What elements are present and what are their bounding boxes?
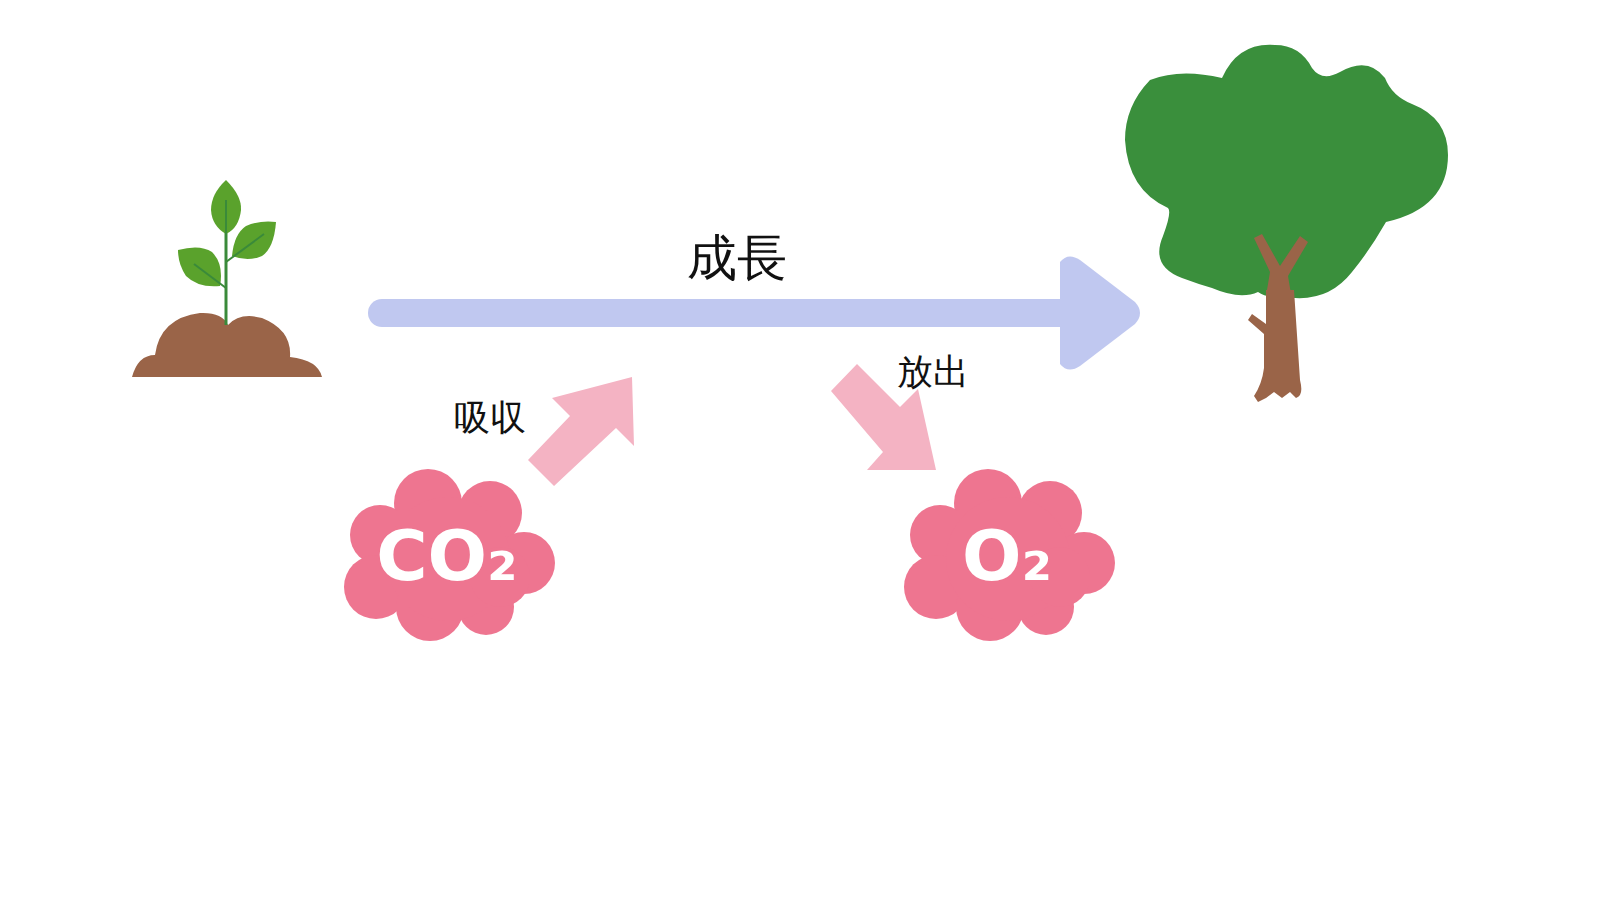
absorb-arrow	[528, 377, 634, 486]
gas-cloud: O₂	[900, 467, 1115, 645]
formula-text: CO₂	[376, 521, 518, 591]
release-label: 放出	[897, 354, 969, 390]
formula-text: O₂	[962, 521, 1052, 591]
sapling	[132, 180, 322, 377]
absorb-label: 吸収	[454, 400, 526, 436]
growth-label: 成長	[687, 233, 787, 283]
tree	[1125, 45, 1448, 402]
gas-cloud: CO₂	[340, 467, 555, 645]
